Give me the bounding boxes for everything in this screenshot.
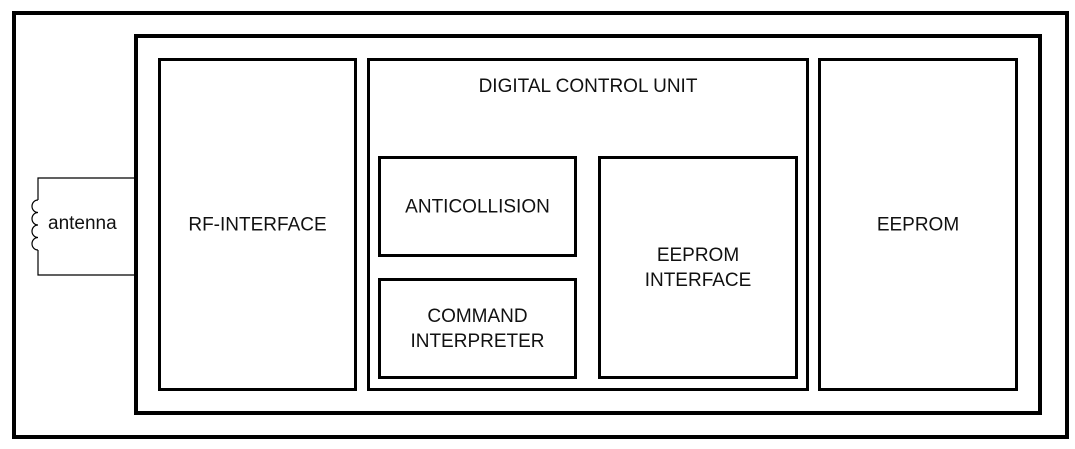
eeprom-block: EEPROM <box>818 58 1018 391</box>
command-interpreter-line1: COMMAND <box>427 305 528 327</box>
command-interpreter-block: COMMAND INTERPRETER <box>378 278 577 379</box>
command-interpreter-label: COMMAND INTERPRETER <box>381 304 574 354</box>
anticollision-block: ANTICOLLISION <box>378 156 577 257</box>
eeprom-interface-line2: INTERFACE <box>644 269 752 291</box>
eeprom-interface-label: EEPROM INTERFACE <box>601 243 795 293</box>
eeprom-interface-line1: EEPROM <box>656 244 740 266</box>
rf-interface-label: RF-INTERFACE <box>188 214 327 235</box>
antenna-label: antenna <box>48 213 117 234</box>
eeprom-label: EEPROM <box>876 214 960 235</box>
eeprom-interface-block: EEPROM INTERFACE <box>598 156 798 379</box>
command-interpreter-line2: INTERPRETER <box>410 330 545 352</box>
rf-interface-block: RF-INTERFACE <box>158 58 357 391</box>
anticollision-label: ANTICOLLISION <box>405 196 550 217</box>
digital-control-unit-label: DIGITAL CONTROL UNIT <box>478 76 698 97</box>
